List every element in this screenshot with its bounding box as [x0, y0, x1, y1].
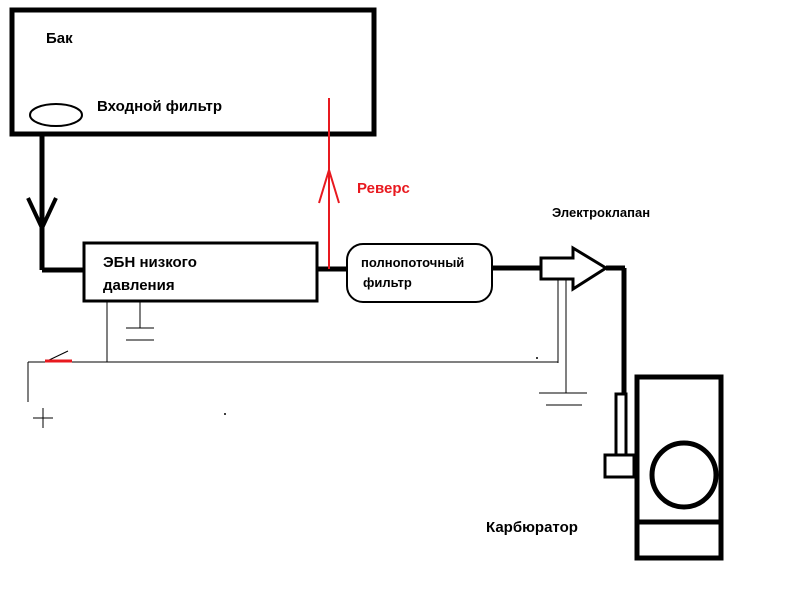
stray-dot-b [224, 413, 226, 415]
reverse-label: Реверс [357, 180, 410, 197]
pump-box [82, 241, 319, 303]
down-arrow-head [26, 197, 58, 233]
plus-terminal-icon [33, 408, 53, 428]
filter-label-line2: фильтр [363, 275, 412, 290]
solenoid-valve-label: Электроклапан [552, 205, 650, 220]
carburetor-label: Карбюратор [486, 519, 578, 536]
inlet-filter-shape [29, 103, 83, 127]
carburetor-fitting [603, 453, 636, 479]
filter-label-line1: полнопоточный [361, 255, 464, 270]
full-flow-filter-box [346, 243, 493, 303]
tank-box [9, 7, 377, 137]
pump-label-line2: давления [103, 277, 175, 294]
stray-dot-a [536, 357, 538, 359]
carburetor-fuel-inlet [614, 392, 628, 457]
solenoid-valve-shape [539, 245, 609, 292]
pump-label-line1: ЭБН низкого [103, 254, 197, 271]
inlet-filter-label: Входной фильтр [97, 98, 222, 115]
reverse-arrow-head [318, 166, 340, 204]
carburetor-chamber [649, 440, 719, 510]
carburetor-body [634, 374, 724, 561]
tank-label: Бак [46, 30, 73, 47]
